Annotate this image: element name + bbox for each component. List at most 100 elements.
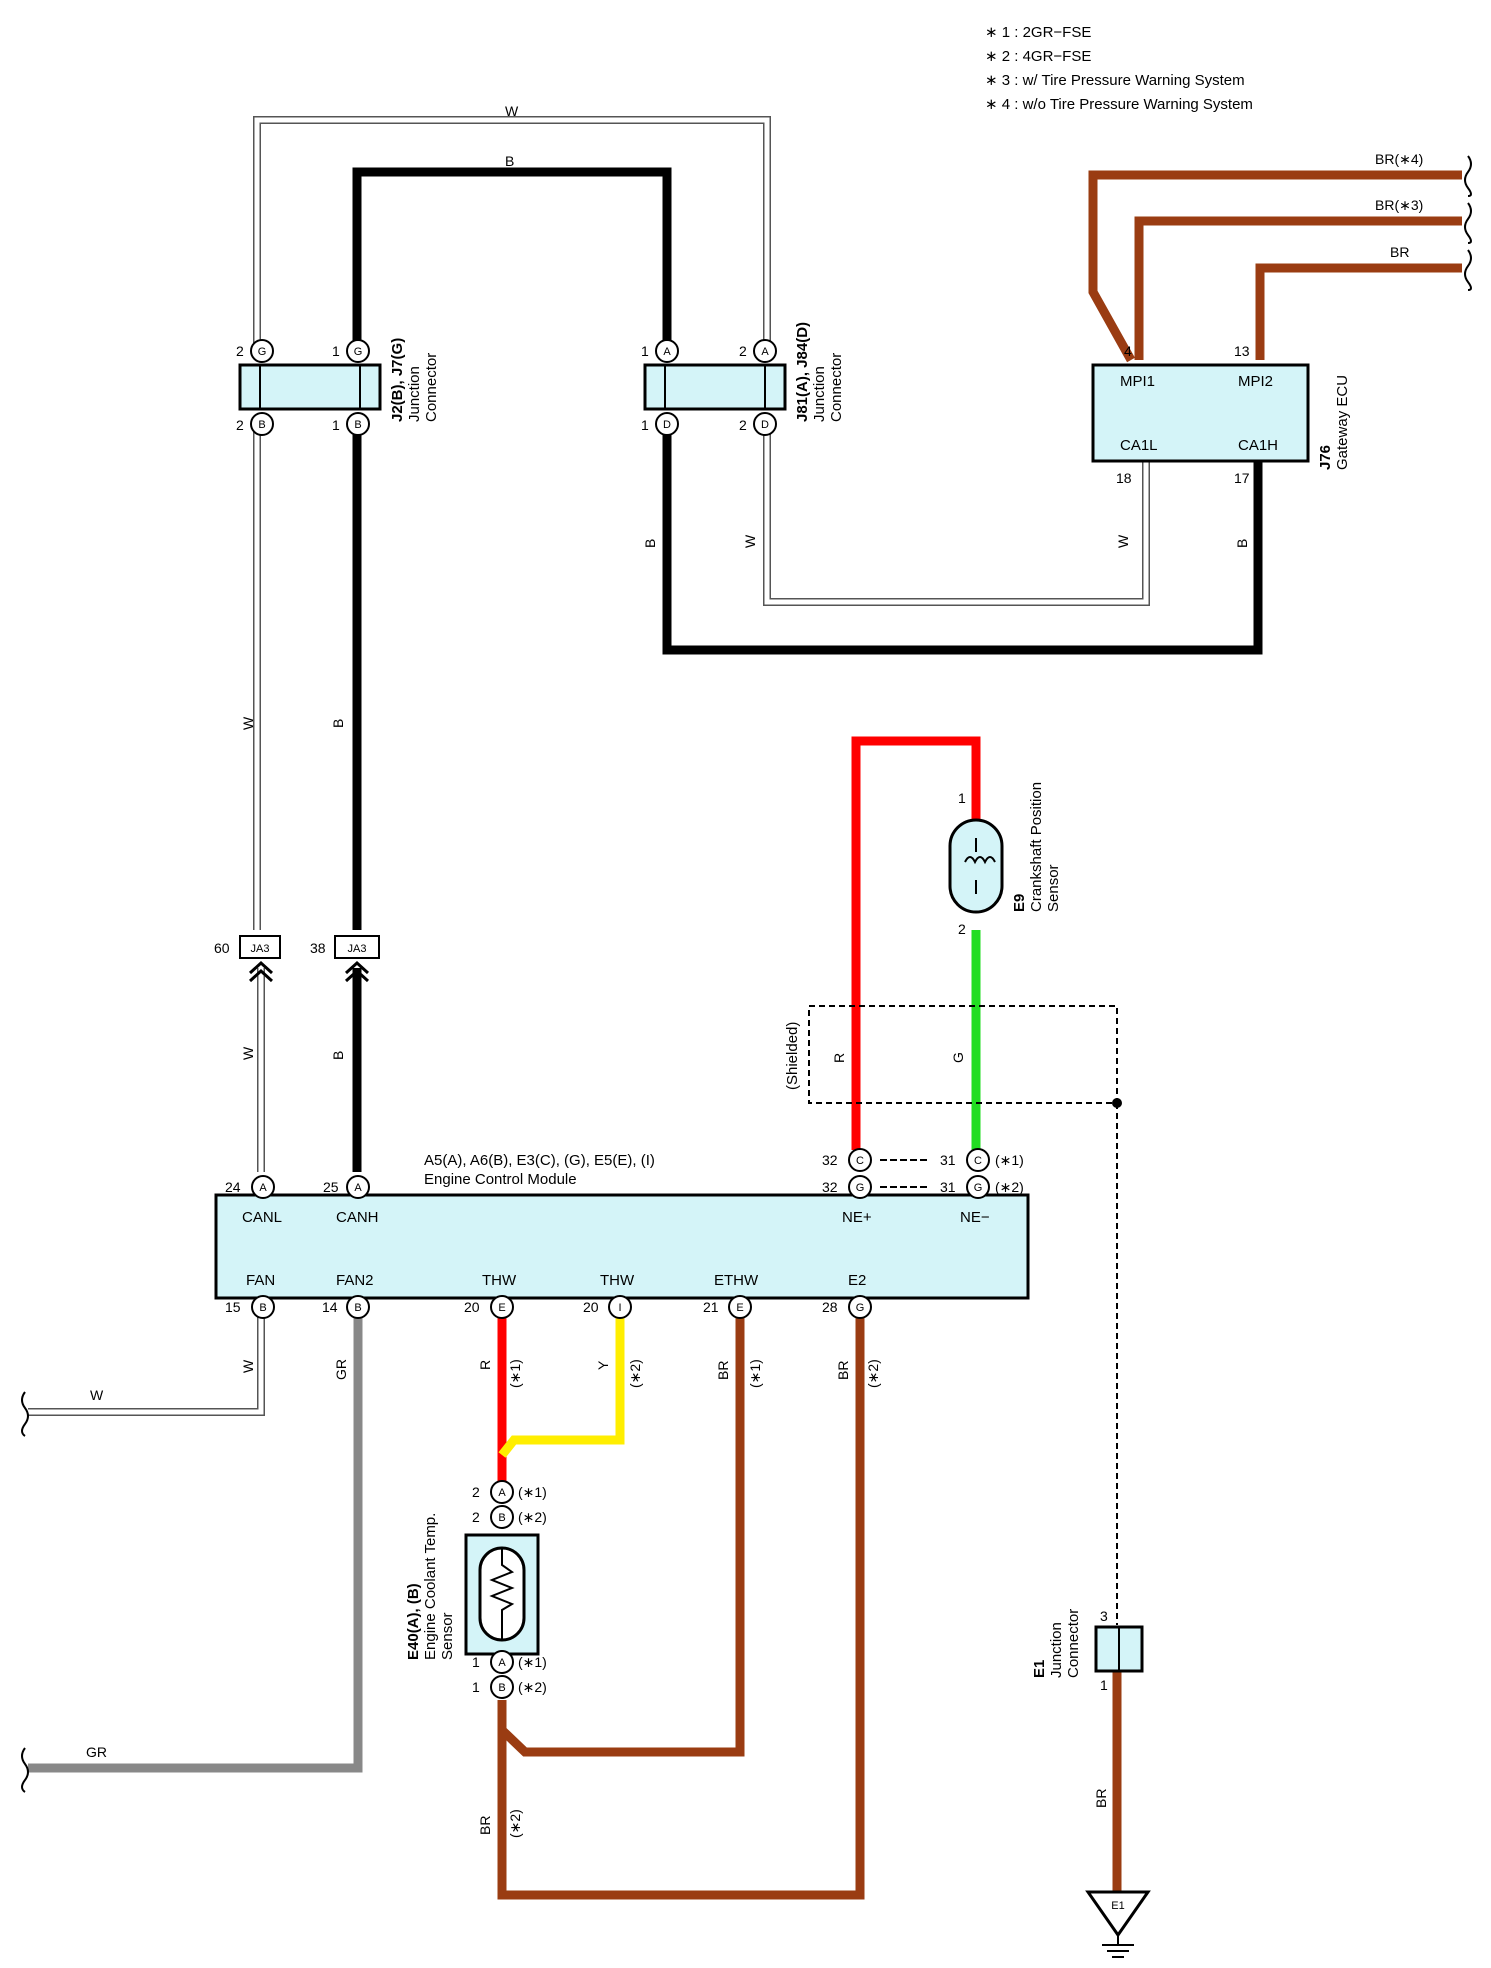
gateway-term-ca1h: CA1H [1238, 437, 1278, 454]
gateway-pin-ca1h: 17 [1234, 470, 1250, 486]
coolant-temp-sensor: A B 2 2 (∗1) (∗2) A B 1 1 (∗1) (∗2) E40(… [405, 1480, 547, 1699]
ja3-label-b: JA3 [348, 943, 367, 955]
ecm-pin-canl: 24 [225, 1179, 241, 1195]
gateway-term-ca1l: CA1L [1120, 437, 1158, 454]
crank-pin2: 2 [958, 921, 966, 937]
j2-letter-tl: G [258, 346, 267, 358]
wire-label-br4: BR(∗4) [1375, 151, 1423, 167]
wire-label-s2c: (∗2) [507, 1809, 523, 1838]
ecm-pin-nem1: 31 [940, 1152, 956, 1168]
coolant-pin-b-bot: 1 [472, 1679, 480, 1695]
wire-r-crank [851, 736, 981, 1150]
crank-pin1: 1 [958, 790, 966, 806]
j2-letter-bl: B [258, 419, 265, 431]
j2-letter-br: B [354, 419, 361, 431]
ecm-pin-fan: 15 [225, 1299, 241, 1315]
ecm-letter-nem2: G [974, 1182, 983, 1194]
j81-pin-tl: 1 [641, 343, 649, 359]
ground-symbol: E1 [1085, 1890, 1151, 1958]
junction-j81-j84: A A D D 1 2 1 2 J81(A), J84(D) Junction … [641, 322, 845, 436]
gateway-pin-mpi1: 4 [1124, 343, 1132, 359]
coolant-line2: Sensor [439, 1612, 456, 1660]
j2-pin-tl: 2 [236, 343, 244, 359]
j2-pin-tr: 1 [332, 343, 340, 359]
ecm-pin-ethw: 21 [703, 1299, 719, 1315]
shield-box [808, 1005, 1118, 1104]
ecm-pin-nep2: 32 [822, 1179, 838, 1195]
wire-label-w-mid: W [742, 534, 758, 548]
wire-label-s2b: (∗2) [865, 1359, 881, 1388]
coolant-variant-2-top: (∗2) [518, 1509, 547, 1525]
wire-y-thw [498, 1312, 625, 1458]
wire-label-s2a: (∗2) [627, 1359, 643, 1388]
ecm-pin-nem2: 31 [940, 1179, 956, 1195]
gateway-ecu: MPI1 MPI2 CA1L CA1H 4 13 18 17 J76 Gatew… [1091, 343, 1351, 486]
j81-line3: Connector [828, 353, 845, 422]
e1-id: E1 [1031, 1660, 1048, 1678]
wire-label-w-top: W [505, 103, 519, 119]
j2-pin-br: 1 [332, 417, 340, 433]
wire-label-w-fan-end: W [90, 1387, 104, 1403]
ecm-term-nep: NE+ [842, 1209, 872, 1226]
wire-label-b-mid: B [642, 539, 658, 548]
wire-label-y-thw: Y [595, 1360, 611, 1370]
wire-label-br3: BR(∗3) [1375, 197, 1423, 213]
legend-line-2: ∗ 2 : 4GR−FSE [985, 48, 1091, 65]
wire-b-top-loop [352, 167, 672, 348]
ecm-letter-thw2: I [618, 1302, 621, 1314]
e1-pin-bot: 1 [1100, 1677, 1108, 1693]
ecm-id: A5(A), A6(B), E3(C), (G), E5(E), (I) [424, 1152, 655, 1169]
ecm-name: Engine Control Module [424, 1171, 577, 1188]
wire-gr-fan2 [28, 1312, 363, 1773]
wire-break-marks-left [21, 1391, 29, 1793]
ecm-pin-e2: 28 [822, 1299, 838, 1315]
e1-line2: Connector [1065, 1609, 1082, 1678]
wire-break-marks [1464, 155, 1472, 291]
coolant-letter-b-top: B [498, 1512, 505, 1524]
junction-j2-j7: G G B B 2 1 2 1 J2(B), J7(G) Junction Co… [236, 338, 440, 436]
coolant-letter-a-top: A [498, 1487, 506, 1499]
j81-pin-br: 2 [739, 417, 747, 433]
coolant-pin-a-top: 2 [472, 1484, 480, 1500]
coolant-variant-1-top: (∗1) [518, 1484, 547, 1500]
ecm-letter-canl: A [259, 1182, 267, 1194]
ecm-letter-fan: B [259, 1302, 266, 1314]
wire-label-w-left: W [240, 716, 256, 730]
wire-label-w-right: W [1115, 534, 1131, 548]
crank-id: E9 [1011, 894, 1028, 912]
wire-label-g-shield: G [950, 1052, 966, 1063]
wire-label-br: BR [1390, 244, 1409, 260]
crank-line1: Crankshaft Position [1028, 782, 1045, 912]
gateway-name: Gateway ECU [1334, 375, 1351, 470]
ecm-letter-nem1: C [974, 1155, 982, 1167]
j2-line3: Connector [423, 353, 440, 422]
gateway-pin-ca1l: 18 [1116, 470, 1132, 486]
coolant-id: E40(A), (B) [405, 1583, 422, 1660]
ecm-term-e2: E2 [848, 1272, 866, 1289]
wire-label-br-e1: BR [1093, 1789, 1109, 1808]
j81-pin-bl: 1 [641, 417, 649, 433]
j2-line2: Junction [406, 366, 423, 422]
ja3-label-w: JA3 [251, 943, 270, 955]
j2-pin-bl: 2 [236, 417, 244, 433]
legend-line-4: ∗ 4 : w/o Tire Pressure Warning System [985, 96, 1253, 113]
wire-label-gr-end: GR [86, 1744, 107, 1760]
engine-control-module: A5(A), A6(B), E3(C), (G), E5(E), (I) Eng… [214, 1148, 1030, 1319]
gateway-pin-mpi2: 13 [1234, 343, 1250, 359]
wire-w-j81-gateway [763, 422, 1150, 606]
wire-w-top-loop [253, 116, 771, 348]
coolant-variant-2-bot: (∗2) [518, 1679, 547, 1695]
legend-line-1: ∗ 1 : 2GR−FSE [985, 24, 1091, 41]
ecm-letter-ethw: E [736, 1302, 743, 1314]
junction-e1: 3 1 E1 Junction Connector [1031, 1608, 1144, 1693]
ecm-term-canl: CANL [242, 1209, 282, 1226]
wire-label-gr-fan2: GR [333, 1359, 349, 1380]
ground-label: E1 [1111, 1900, 1124, 1912]
ecm-term-ethw: ETHW [714, 1272, 759, 1289]
coolant-pin-b-top: 2 [472, 1509, 480, 1525]
ecm-term-canh: CANH [336, 1209, 379, 1226]
ja3-pin-w: 60 [214, 940, 230, 956]
ecm-pin-thw2: 20 [583, 1299, 599, 1315]
wire-label-s1b: (∗1) [747, 1359, 763, 1388]
